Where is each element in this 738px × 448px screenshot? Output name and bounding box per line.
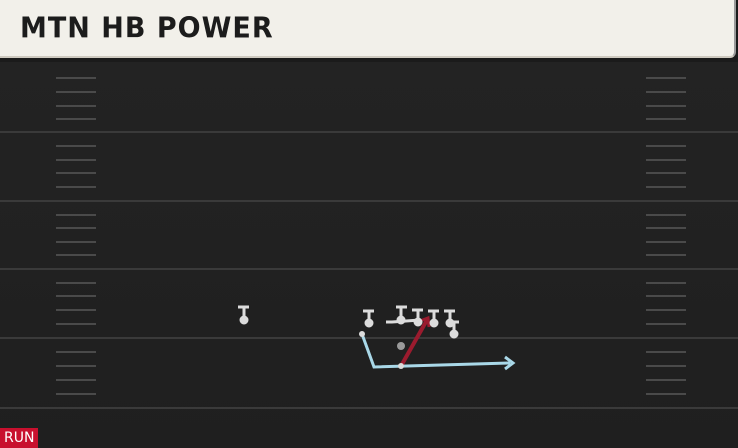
player-hb [359, 331, 365, 337]
handoff-arrowhead [419, 315, 431, 328]
football-field [0, 62, 738, 448]
play-title: MTN HB POWER [20, 12, 274, 45]
hb-run-route [360, 333, 511, 369]
player-rt [448, 320, 459, 339]
player-qb [397, 342, 405, 350]
play-header: MTN HB POWER [0, 0, 736, 58]
hash-marks-right [646, 77, 686, 395]
hash-marks-left [56, 77, 96, 395]
player-wr-left [238, 305, 249, 325]
handoff-line [399, 319, 429, 367]
player-te-left [363, 309, 374, 328]
handoff-point [398, 363, 404, 369]
player-c [428, 309, 439, 328]
yard-lines [0, 131, 738, 409]
play-type-badge: RUN [0, 428, 39, 448]
player-lg [412, 308, 423, 327]
pull-block-route [386, 318, 421, 324]
hb-run-arrowhead [504, 355, 516, 371]
player-lt [396, 305, 407, 325]
